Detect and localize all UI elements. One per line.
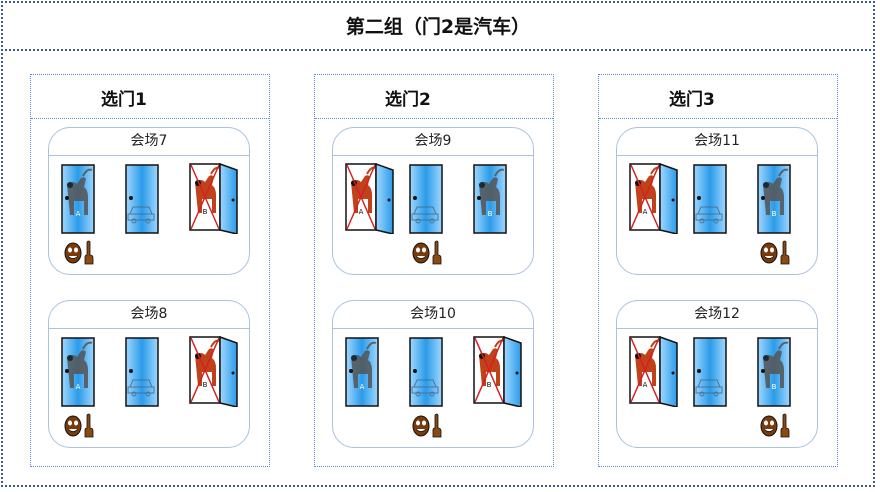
car-door-icon xyxy=(693,164,727,238)
svg-text:A: A xyxy=(360,383,365,391)
goat-door-icon: A xyxy=(345,337,379,411)
svg-text:A: A xyxy=(359,208,364,216)
goat-door-icon: B xyxy=(757,337,791,411)
group-label: 选门1 xyxy=(101,90,147,110)
car-door-icon xyxy=(125,337,159,411)
group-panel: 选门2 会场9 A B xyxy=(314,74,554,467)
svg-text:B: B xyxy=(488,210,493,218)
goat-door-icon: A xyxy=(61,337,95,411)
svg-text:B: B xyxy=(487,381,492,389)
group-header: 选门1 xyxy=(31,75,269,119)
car-door-icon xyxy=(693,337,727,411)
group-panel: 选门1 会场7 A B xyxy=(30,74,270,467)
venue-card: 会场8 A B xyxy=(48,300,250,448)
contestant-pick-icon xyxy=(411,240,445,270)
group-panel: 选门3 会场11 A B xyxy=(598,74,838,467)
svg-text:A: A xyxy=(76,383,81,391)
goat-door-icon: A xyxy=(61,164,95,238)
venue-title: 会场11 xyxy=(617,128,817,156)
contestant-pick-icon xyxy=(759,413,793,443)
contestant-pick-icon xyxy=(63,240,97,270)
opened-goat-door-icon: B xyxy=(189,335,239,411)
group-header: 选门3 xyxy=(599,75,837,119)
opened-goat-door-icon: A xyxy=(345,162,395,238)
venue-title: 会场10 xyxy=(333,301,533,329)
venue-title: 会场8 xyxy=(49,301,249,329)
svg-text:B: B xyxy=(203,381,208,389)
svg-text:B: B xyxy=(772,383,777,391)
venue-card: 会场9 A B xyxy=(332,127,534,275)
venue-title: 会场12 xyxy=(617,301,817,329)
venue-title: 会场7 xyxy=(49,128,249,156)
opened-goat-door-icon: A xyxy=(629,162,679,238)
contestant-pick-icon xyxy=(411,413,445,443)
venue-card: 会场10 A B xyxy=(332,300,534,448)
contestant-pick-icon xyxy=(63,413,97,443)
svg-text:A: A xyxy=(643,381,648,389)
venue-card: 会场11 A B xyxy=(616,127,818,275)
svg-text:B: B xyxy=(772,210,777,218)
car-door-icon xyxy=(125,164,159,238)
car-door-icon xyxy=(409,337,443,411)
group-label: 选门2 xyxy=(385,90,431,110)
venue-card: 会场12 A B xyxy=(616,300,818,448)
svg-text:B: B xyxy=(203,208,208,216)
opened-goat-door-icon: B xyxy=(473,335,523,411)
svg-text:A: A xyxy=(643,208,648,216)
group-header: 选门2 xyxy=(315,75,553,119)
page-title: 第二组（门2是汽车） xyxy=(1,1,875,51)
group-label: 选门3 xyxy=(669,90,715,110)
contestant-pick-icon xyxy=(759,240,793,270)
svg-text:A: A xyxy=(76,210,81,218)
venue-card: 会场7 A B xyxy=(48,127,250,275)
goat-door-icon: B xyxy=(757,164,791,238)
opened-goat-door-icon: B xyxy=(189,162,239,238)
venue-title: 会场9 xyxy=(333,128,533,156)
goat-door-icon: B xyxy=(473,164,507,238)
opened-goat-door-icon: A xyxy=(629,335,679,411)
car-door-icon xyxy=(409,164,443,238)
